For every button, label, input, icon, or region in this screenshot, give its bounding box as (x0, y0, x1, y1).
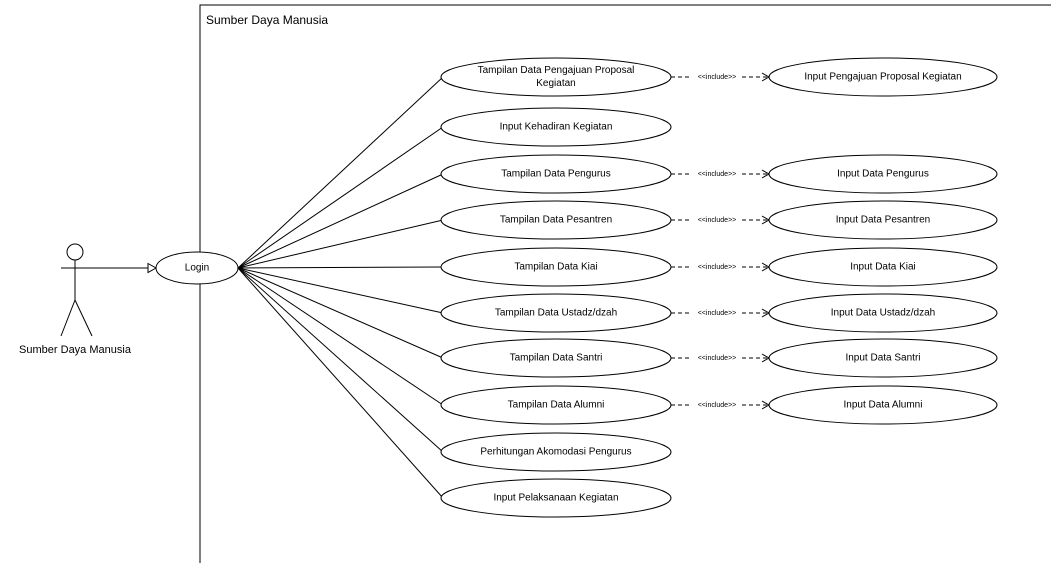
use-case-label: Tampilan Data Santri (510, 353, 603, 364)
use-case: Tampilan Data Kiai (440, 247, 672, 287)
use-case-ellipse (440, 107, 672, 147)
use-case: Tampilan Data Pesantren (440, 200, 672, 240)
include-label: <<include>> (698, 402, 737, 409)
include-label: <<include>> (698, 310, 737, 317)
actor-label: Sumber Daya Manusia (19, 344, 132, 356)
include-label: <<include>> (698, 264, 737, 271)
association-line (237, 267, 444, 499)
use-case: Tampilan Data Pengurus (440, 154, 672, 194)
association-line (237, 267, 444, 314)
included-use-case-ellipse (768, 57, 998, 97)
association-line (237, 76, 444, 269)
use-case-ellipse (440, 57, 672, 97)
generalization-arrowhead (147, 262, 158, 274)
included-use-case-ellipse (768, 293, 998, 333)
use-case-label: Input Pelaksanaan Kegiatan (493, 493, 618, 504)
association-line (237, 266, 444, 269)
use-case-label: Tampilan Data Pesantren (500, 215, 612, 226)
login-label: Login (185, 263, 209, 274)
included-use-case-ellipse (768, 385, 998, 425)
included-use-case-label: Input Data Ustadz/dzah (831, 308, 936, 319)
included-use-case: Input Data Alumni (768, 385, 998, 425)
included-use-case: Input Data Ustadz/dzah (768, 293, 998, 333)
association-line (237, 173, 444, 269)
login-use-case: Login (155, 251, 239, 285)
include-label: <<include>> (698, 355, 737, 362)
actor-login-association (89, 262, 158, 274)
use-case-label: Tampilan Data Pengajuan Proposal (478, 65, 635, 76)
use-case: Perhitungan Akomodasi Pengurus (440, 432, 672, 472)
association-line (237, 267, 444, 406)
included-use-case: Input Pengajuan Proposal Kegiatan (768, 57, 998, 97)
use-case: Input Pelaksanaan Kegiatan (440, 478, 672, 518)
use-case: Tampilan Data Alumni (440, 385, 672, 425)
use-case: Input Kehadiran Kegiatan (440, 107, 672, 147)
included-use-case-label: Input Data Pesantren (836, 215, 931, 226)
actor: Sumber Daya Manusia (19, 243, 132, 356)
included-use-case-ellipse (768, 154, 998, 194)
include-label: <<include>> (698, 217, 737, 224)
actor-head (66, 243, 84, 261)
included-use-case-label: Input Data Alumni (844, 400, 923, 411)
include-label: <<include>> (698, 74, 737, 81)
actor-left-leg (60, 299, 76, 337)
use-cases: Tampilan Data Pengajuan ProposalKegiatan… (440, 57, 998, 518)
use-case-label: Tampilan Data Kiai (514, 262, 597, 273)
system-title: Sumber Daya Manusia (206, 13, 328, 27)
use-case-label: Perhitungan Akomodasi Pengurus (480, 447, 631, 458)
association-line (237, 267, 444, 453)
use-case: Tampilan Data Santri (440, 338, 672, 378)
included-use-case-ellipse (768, 200, 998, 240)
use-case-label: Input Kehadiran Kegiatan (500, 122, 613, 133)
association-line (237, 267, 444, 359)
included-use-case-label: Input Data Santri (845, 353, 920, 364)
use-case-ellipse (440, 432, 672, 472)
included-use-case: Input Data Pesantren (768, 200, 998, 240)
included-use-case: Input Data Santri (768, 338, 998, 378)
system-boundary: Sumber Daya Manusia (199, 4, 1051, 563)
use-case: Tampilan Data Ustadz/dzah (440, 293, 672, 333)
included-use-case-label: Input Data Kiai (850, 262, 916, 273)
included-use-case: Input Data Pengurus (768, 154, 998, 194)
use-case-label: Kegiatan (536, 78, 575, 89)
association-line (237, 219, 444, 269)
included-use-case-ellipse (768, 247, 998, 287)
association-lines (237, 76, 444, 499)
included-use-case-label: Input Pengajuan Proposal Kegiatan (804, 72, 961, 83)
included-use-case-label: Input Data Pengurus (837, 169, 929, 180)
included-use-case: Input Data Kiai (768, 247, 998, 287)
include-label: <<include>> (698, 171, 737, 178)
association-line (237, 126, 444, 269)
use-case-label: Tampilan Data Ustadz/dzah (495, 308, 617, 319)
use-case-label: Tampilan Data Alumni (508, 400, 605, 411)
actor-right-leg (74, 299, 93, 337)
included-use-case-ellipse (768, 338, 998, 378)
use-case-label: Tampilan Data Pengurus (501, 169, 611, 180)
use-case-ellipse (440, 478, 672, 518)
